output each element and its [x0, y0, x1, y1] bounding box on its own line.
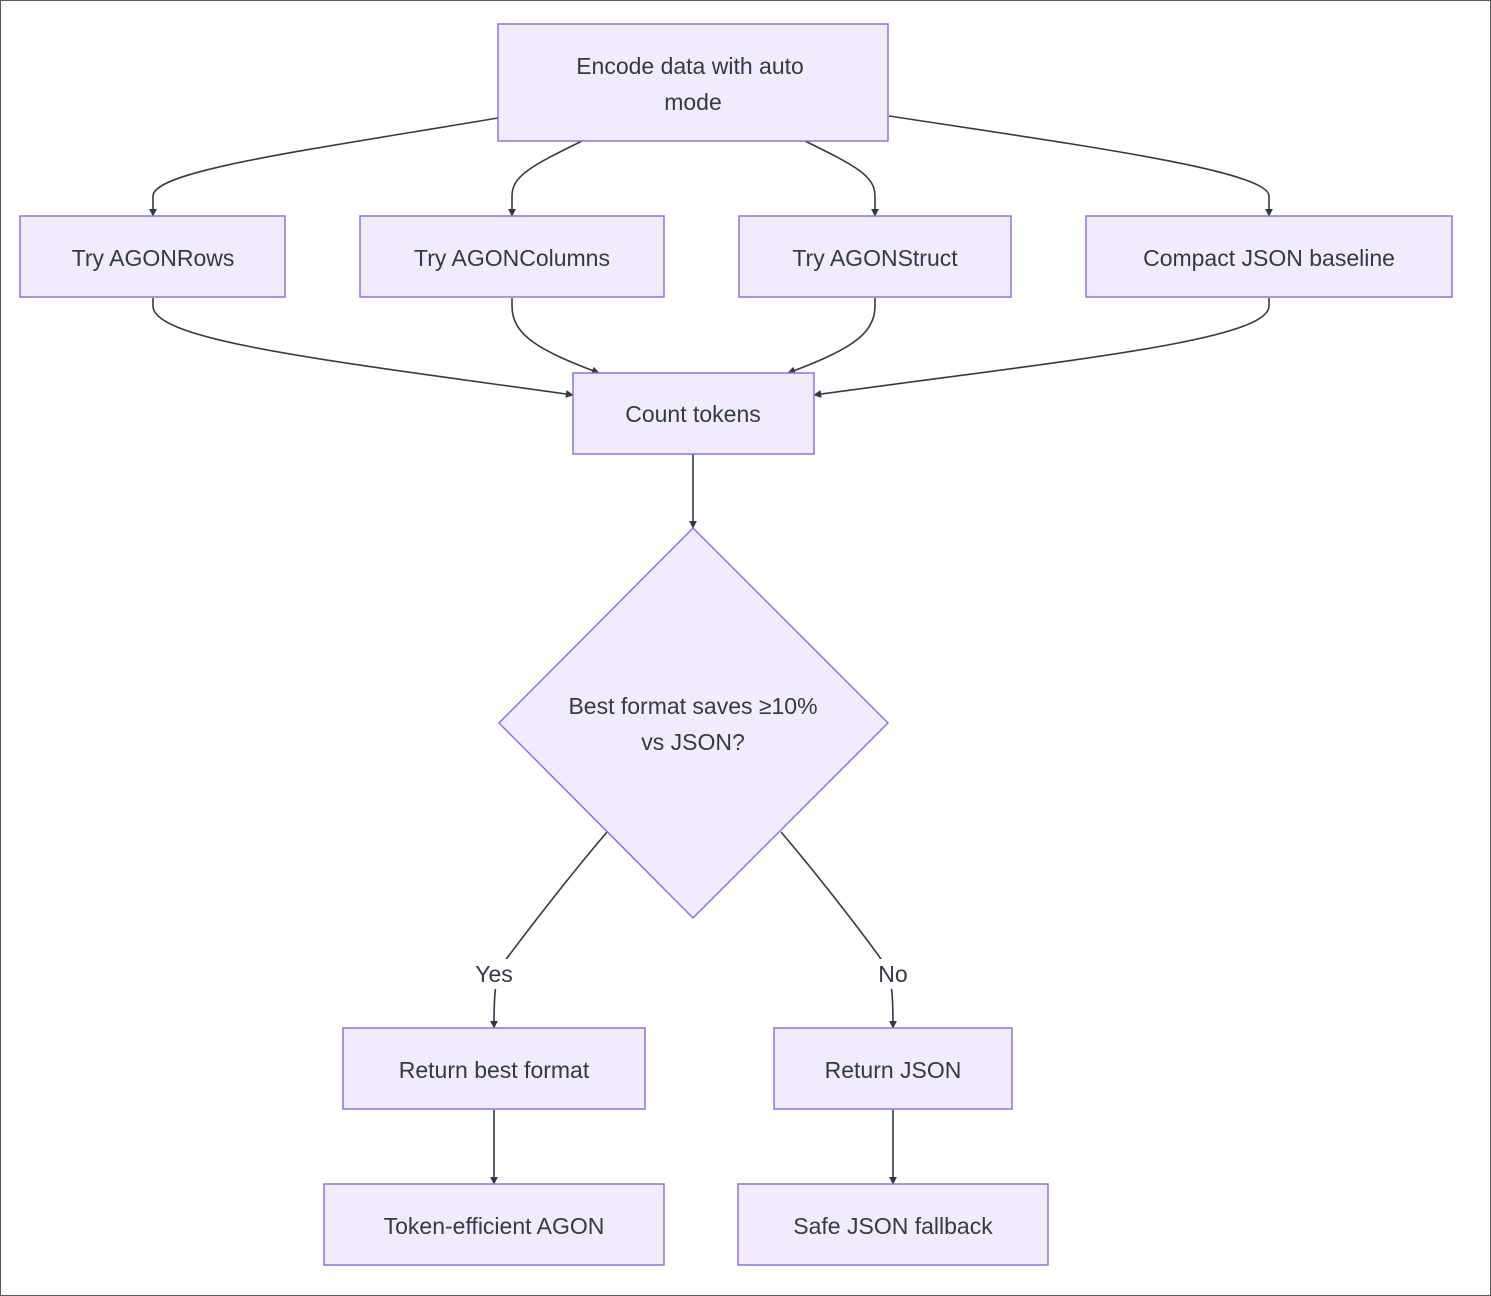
node-return-best-format: Return best format — [342, 1027, 646, 1110]
node-token-efficient-agon: Token-efficient AGON — [323, 1183, 665, 1266]
edge-decision-no — [780, 831, 897, 1029]
edge-label-yes: Yes — [469, 959, 519, 989]
edge-encode-to-struct — [804, 140, 879, 217]
svg-text:Compact JSON baseline: Compact JSON baseline — [1143, 245, 1395, 271]
edge-encode-to-rows — [149, 117, 499, 217]
svg-text:Token-efficient AGON: Token-efficient AGON — [384, 1213, 605, 1239]
svg-text:vs JSON?: vs JSON? — [641, 729, 745, 755]
decision-diamond: Best format saves ≥10% vs JSON? — [497, 526, 890, 920]
svg-text:Safe JSON fallback: Safe JSON fallback — [793, 1213, 993, 1239]
svg-text:Return JSON: Return JSON — [825, 1057, 962, 1083]
edge-columns-to-count — [511, 298, 600, 375]
node-safe-json-fallback: Safe JSON fallback — [737, 1183, 1049, 1266]
svg-text:Best format saves ≥10%: Best format saves ≥10% — [568, 693, 817, 719]
edge-decision-yes — [490, 831, 608, 1029]
edge-baseline-to-count — [813, 298, 1270, 398]
svg-text:No: No — [878, 961, 907, 987]
node-compact-json-baseline: Compact JSON baseline — [1085, 215, 1453, 298]
svg-text:Try AGONColumns: Try AGONColumns — [414, 245, 610, 271]
node-encode: Encode data with auto mode — [497, 23, 889, 142]
svg-text:Yes: Yes — [475, 961, 513, 987]
node-try-agonstruct: Try AGONStruct — [738, 215, 1012, 298]
edge-label-no: No — [873, 959, 915, 989]
svg-text:Try AGONRows: Try AGONRows — [72, 245, 235, 271]
svg-text:mode: mode — [664, 89, 722, 115]
svg-text:Count tokens: Count tokens — [625, 401, 761, 427]
svg-text:Encode data with auto: Encode data with auto — [576, 53, 804, 79]
node-try-agonrows: Try AGONRows — [19, 215, 286, 298]
edge-encode-to-columns — [508, 140, 583, 217]
svg-text:Return best format: Return best format — [399, 1057, 590, 1083]
node-count-tokens: Count tokens — [572, 372, 815, 455]
node-try-agoncolumns: Try AGONColumns — [359, 215, 665, 298]
edge-struct-to-count — [787, 298, 876, 375]
svg-text:Try AGONStruct: Try AGONStruct — [792, 245, 958, 271]
node-return-json: Return JSON — [773, 1027, 1013, 1110]
edge-encode-to-baseline — [888, 115, 1273, 217]
edges — [149, 115, 1273, 1185]
edge-rows-to-count — [152, 298, 574, 398]
